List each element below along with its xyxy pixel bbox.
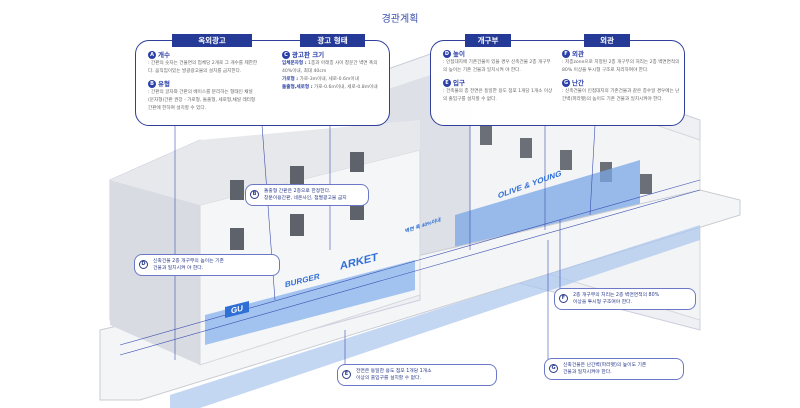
badge-e: E [342, 370, 351, 379]
size-text: 가로-0.6m이내, 세로-0.8m이내 [314, 85, 378, 90]
rule-label: 입구 [453, 79, 465, 87]
rule-label: 개수 [158, 51, 170, 59]
storefront-glass [455, 160, 640, 255]
rule-label: 광고판 크기 [292, 51, 325, 59]
rule-label: 높이 [453, 50, 465, 58]
rule-label: 외관 [572, 50, 584, 58]
callout-text: 2층 개구부의 처리는 2층 벽면면적의 80% [573, 293, 660, 298]
rule-text: : 간판의 글자와 간판의 베이스를 분리하는 형태인 채널(문자형)간판 권장… [148, 90, 256, 111]
opening-facade-panel [430, 40, 685, 126]
callout-text: 이상의 출입구를 설치할 수 없다. [356, 376, 421, 381]
size-label: 돌출형,세로형 : [282, 85, 313, 90]
callout-text: 건물과 일치시켜야 한다. [563, 370, 612, 375]
size-text: 가로-3m이내, 세로-0.6m이내 [299, 77, 359, 82]
tab-openings: 개구부 [465, 34, 511, 47]
badge-g: G [549, 364, 558, 373]
rule-text: : 인접대지에 기존건물이 있을 경우 신축건물 2층 개구부의 높이는 기존 … [443, 60, 551, 73]
front-storefront [205, 260, 415, 345]
callout-f: F 2층 개구부의 처리는 2층 벽면면적의 80% 이상을 투시형 구조여야 한다… [554, 288, 696, 310]
rule-text: : 간판의 숫자는 건물면의 업체당 2개로 그 개수를 제한한다. 움직임이있… [148, 61, 258, 74]
tab-facade: 외관 [584, 34, 630, 47]
callout-text: 돌출형 간판은 2층으로 한정한다. [264, 189, 331, 194]
badge-d: D [139, 260, 148, 269]
badge-c: C [282, 51, 290, 59]
rule-label: 유형 [158, 80, 170, 88]
rule-text: : 건축물의 층 전면은 동일한 용도 점포 1개당 1개소 이상의 출입구를 … [443, 89, 553, 102]
callout-b: B 돌출형 간판은 2층으로 한정한다. 창문이용간판, 네온사인, 점멸광고물 금… [245, 184, 369, 206]
badge-f: F [562, 50, 570, 58]
tab-outdoor-ad: 옥외광고 [172, 34, 252, 47]
rule-text: : 저층zone으로 지정된 2층 개구부의 처리는 2층 벽면면적의 80% … [562, 60, 680, 73]
badge-d: D [443, 50, 451, 58]
badge-f: F [559, 294, 568, 303]
callout-text: 신축건물 2층 개구부의 높이는 기존 [153, 259, 224, 264]
badge-b: B [148, 80, 156, 88]
badge-g: G [562, 79, 570, 87]
callout-text: 창문이용간판, 네온사인, 점멸광고물 금지 [264, 196, 347, 201]
sidewalk-band [170, 225, 700, 408]
callout-text: 전면은 동일한 용도 점포 1개당 1개소 [356, 369, 432, 374]
rule-text: : 신축건물이 인접대지의 기존건물과 같은 층수일 경우에는 난간벽(파라펫)… [562, 89, 680, 102]
callout-text: 이상을 투시형 구조여야 한다. [573, 300, 633, 305]
size-label: 가로형 : [282, 77, 299, 82]
tab-ad-type: 광고 형태 [300, 34, 365, 47]
callout-text: 건물과 일치시켜 야 한다. [153, 266, 204, 271]
page-title: 경관계획 [381, 14, 419, 25]
badge-e: E [443, 79, 451, 87]
badge-a: A [148, 51, 156, 59]
size-label: 입체문자형 : [282, 61, 307, 66]
callout-text: 신축건물은 난간벽(파라펫)의 높이도 기존 [563, 363, 647, 368]
size-text: 1층과 아래층 사이 창문간 벽면 폭의 40%이내, 최대 40cm [282, 61, 378, 74]
outdoor-ad-panel [135, 40, 390, 126]
badge-b: B [250, 190, 259, 199]
rule-label: 난간 [572, 79, 584, 87]
